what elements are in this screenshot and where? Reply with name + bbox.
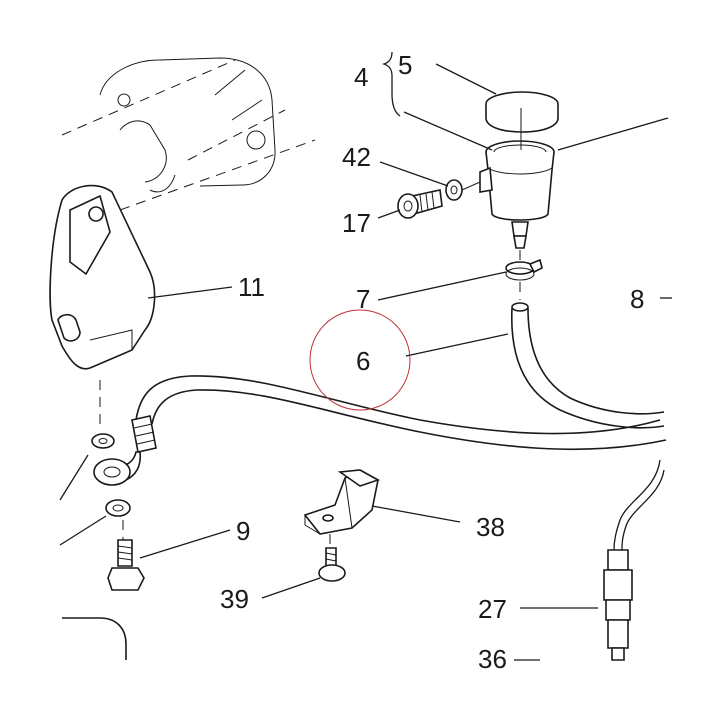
housing-outline xyxy=(61,57,316,211)
callout-9: 9 xyxy=(236,516,250,546)
callout-27: 27 xyxy=(478,594,507,624)
brake-line xyxy=(115,375,667,483)
reservoir-body-4 xyxy=(381,51,669,249)
callout-8: 8 xyxy=(630,284,644,314)
screw-39 xyxy=(261,534,346,599)
callout-5: 5 xyxy=(398,50,412,80)
hose-6 xyxy=(405,302,665,429)
callout-38: 38 xyxy=(476,512,505,542)
frame-corner xyxy=(62,617,127,660)
callout-42: 42 xyxy=(342,142,371,172)
highlight-circle-6 xyxy=(309,309,411,411)
washer-42 xyxy=(379,161,481,201)
reservoir-cap-5 xyxy=(435,63,559,133)
callout-17: 17 xyxy=(342,208,371,238)
callout-7: 7 xyxy=(356,284,370,314)
callout-4: 4 xyxy=(354,62,368,92)
banjo-fitting-group xyxy=(59,380,231,591)
hose-clip-7 xyxy=(377,250,543,301)
bolt-17 xyxy=(377,189,443,219)
callout-11: 11 xyxy=(238,272,265,302)
callout-6: 6 xyxy=(356,346,370,376)
sensor-27 xyxy=(514,459,665,661)
callout-39: 39 xyxy=(220,584,249,614)
bracket-38 xyxy=(303,469,461,535)
master-cylinder-11 xyxy=(49,184,233,370)
callout-36: 36 xyxy=(478,644,507,674)
